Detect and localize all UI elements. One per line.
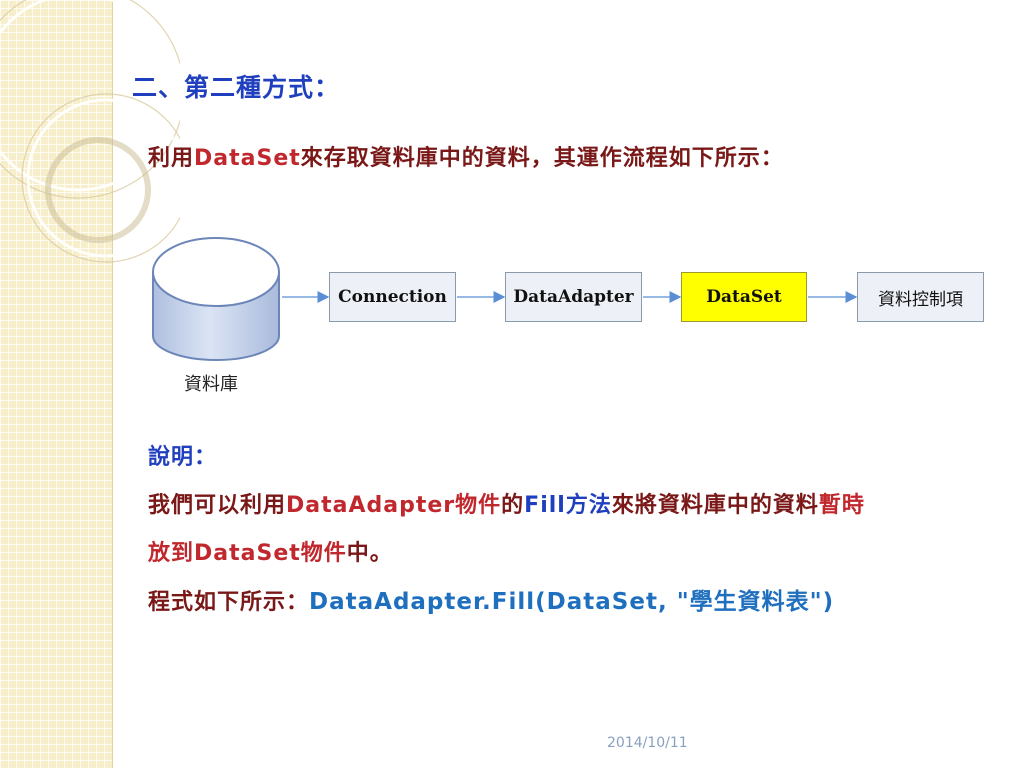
- intro-text: 利用DataSet來存取資料庫中的資料，其運作流程如下所示：: [148, 140, 784, 172]
- explanation-line-3: 程式如下所示：DataAdapter.Fill(DataSet, "學生資料表"…: [148, 584, 865, 632]
- dataset-box: DataSet: [681, 272, 807, 322]
- code-sample: DataAdapter.Fill(DataSet, "學生資料表"): [309, 589, 835, 615]
- intro-before: 利用: [148, 146, 195, 171]
- data-control-box: 資料控制項: [857, 272, 984, 322]
- exp-l2-c: 的: [501, 493, 525, 518]
- dataadapter-box: DataAdapter: [505, 272, 642, 322]
- exp-l2-e: 來將資料庫中的資料: [611, 493, 819, 518]
- exp-l2-d: Fill方法: [524, 493, 612, 518]
- intro-highlight: DataSet: [194, 146, 301, 171]
- connection-label: Connection: [338, 287, 447, 307]
- intro-after: 來存取資料庫中的資料，其運作流程如下所示：: [300, 146, 784, 171]
- data-control-label: 資料控制項: [878, 289, 963, 310]
- exp-l2-a: 我們可以利用: [148, 493, 287, 518]
- exp-l2-b: DataAdapter物件: [286, 493, 502, 518]
- dataadapter-label: DataAdapter: [513, 287, 634, 307]
- database-cylinder-icon: [152, 237, 280, 361]
- explanation-line-1: 我們可以利用DataAdapter物件的Fill方法來將資料庫中的資料暫時: [148, 488, 865, 536]
- explanation-heading: 說明：: [148, 445, 218, 470]
- connection-box: Connection: [329, 272, 456, 322]
- exp-l3-a: 放到DataSet物件: [148, 541, 347, 566]
- explanation-line-2: 放到DataSet物件中。: [148, 536, 865, 584]
- database-label: 資料庫: [184, 374, 238, 395]
- exp-l2-f: 暫時: [818, 493, 865, 518]
- exp-l3-b: 中。: [346, 541, 393, 566]
- exp-l4-a: 程式如下所示：: [148, 590, 310, 615]
- dataset-label: DataSet: [706, 287, 782, 307]
- footer-date: 2014/10/11: [607, 735, 688, 751]
- slide-title: 二、第二種方式：: [132, 73, 341, 102]
- explanation-block: 說明： 我們可以利用DataAdapter物件的Fill方法來將資料庫中的資料暫…: [148, 440, 865, 632]
